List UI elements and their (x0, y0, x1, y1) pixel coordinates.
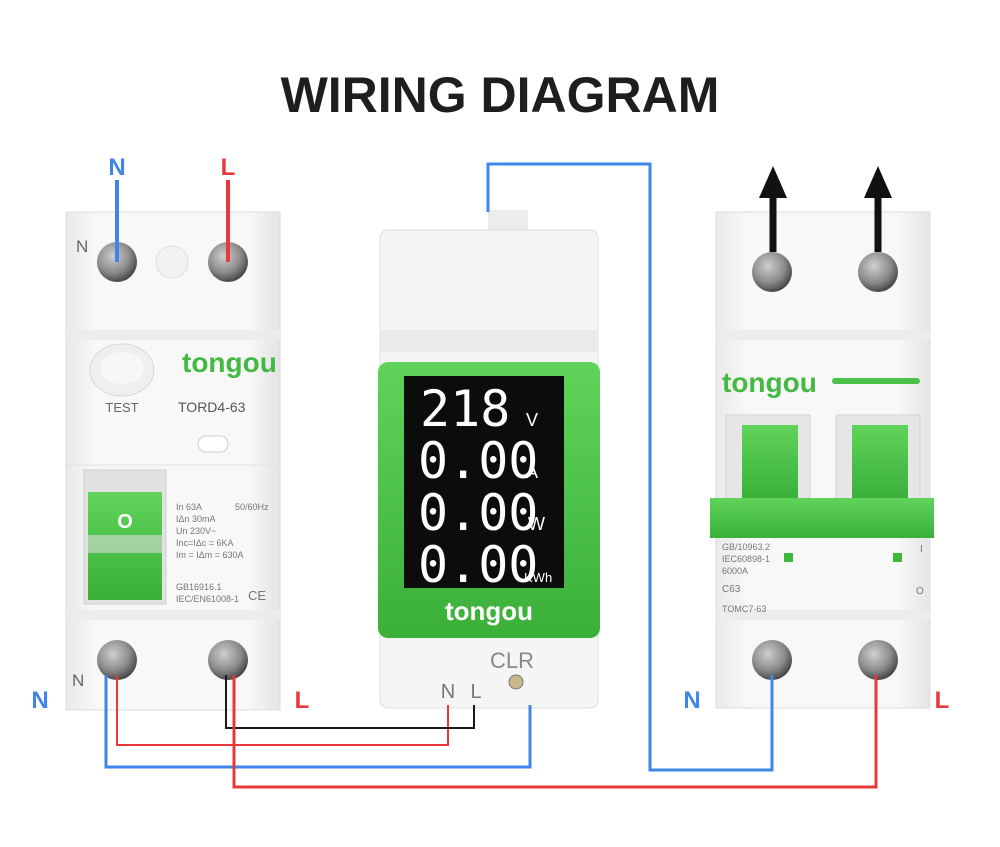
spec-freq: 50/60Hz (235, 502, 269, 512)
input-n-label: N (108, 154, 125, 181)
rcd-side-label-top: N (76, 237, 88, 256)
wires (104, 162, 878, 789)
spec-idn: IΔn 30mA (176, 514, 216, 524)
mcb-standard-2: IEC60898-1 (722, 554, 770, 564)
screw-icon (208, 640, 248, 680)
power-reading: 0.00 (418, 484, 538, 542)
energy-meter: 218 V 0.00 A 0.00 W 0.00 KWh tongou CLR … (378, 210, 600, 709)
spec-im: Im = IΔm = 630A (176, 550, 244, 560)
meter-to-mcb-neutral-wire (486, 162, 774, 772)
mcb-output-n-label: N (683, 687, 700, 714)
clr-button[interactable] (508, 674, 524, 690)
rcd-output-l-label: L (295, 687, 310, 714)
current-reading: 0.00 (418, 432, 538, 490)
spec-un: Un 230V~ (176, 526, 216, 536)
switch-on-label: I (920, 544, 923, 555)
output-arrow-icon (864, 166, 892, 198)
mcb-green-stripe (832, 378, 920, 384)
mcb-standard-1: GB/10963.2 (722, 542, 770, 552)
indicator-window (197, 435, 229, 453)
rcd-device: TEST tongou TORD4-63 O In 63A 50/60Hz IΔ… (65, 211, 281, 711)
screw-icon (752, 252, 792, 292)
output-arrow-icon (759, 166, 787, 198)
page-title: WIRING DIAGRAM (281, 67, 720, 123)
meter-brand-logo: tongou (445, 596, 533, 626)
mcb-brand-logo: tongou (722, 367, 817, 398)
power-unit: W (528, 514, 545, 534)
energy-unit: KWh (524, 570, 552, 585)
line-bus-wire (232, 675, 878, 789)
switch-off-label: O (916, 586, 924, 597)
screw-icon (858, 640, 898, 680)
mcb-model: TOMC7-63 (722, 604, 766, 614)
meter-terminal-n: N (441, 681, 455, 703)
handle-label: O (117, 511, 133, 533)
spec-inc: Inc=IΔc = 6KA (176, 538, 234, 548)
screw-icon (752, 640, 792, 680)
mcb-output-l-label: L (935, 687, 950, 714)
lcd-display (404, 376, 564, 588)
rcd-to-meter-wire-black (225, 675, 475, 729)
voltage-unit: V (526, 410, 538, 430)
input-l-label: L (221, 154, 236, 181)
mcb-device: tongou GB/10963.2 IEC60898-1 6000A C63 T… (710, 166, 934, 709)
mcb-rating: C63 (722, 584, 741, 595)
mcb-handle-right (852, 425, 908, 499)
rcd-standard-1: GB16916.1 (176, 582, 222, 592)
rcd-output-n-label: N (31, 687, 48, 714)
rcd-to-meter-wire-red (116, 675, 449, 746)
spec-in: In 63A (176, 502, 202, 512)
mcb-indicator-left (784, 553, 793, 562)
neutral-bus-wire (104, 675, 532, 769)
mcb-breaking-capacity: 6000A (722, 566, 748, 576)
mcb-indicator-right (893, 553, 902, 562)
test-label: TEST (105, 400, 138, 415)
ce-mark: CE (248, 588, 266, 603)
rcd-model: TORD4-63 (178, 399, 246, 415)
screw-icon (858, 252, 898, 292)
screw-icon (97, 640, 137, 680)
mcb-handle-left (742, 425, 798, 499)
mcb-handle-bar (710, 498, 934, 538)
clr-label: CLR (490, 648, 534, 673)
meter-terminal-l: L (470, 681, 481, 703)
rcd-brand-logo: tongou (182, 347, 277, 378)
rcd-side-label-bottom: N (72, 671, 84, 690)
rcd-standard-2: IEC/EN61008-1 (176, 594, 239, 604)
energy-reading: 0.00 (418, 536, 538, 594)
voltage-reading: 218 (420, 380, 510, 438)
current-unit: A (526, 462, 538, 482)
